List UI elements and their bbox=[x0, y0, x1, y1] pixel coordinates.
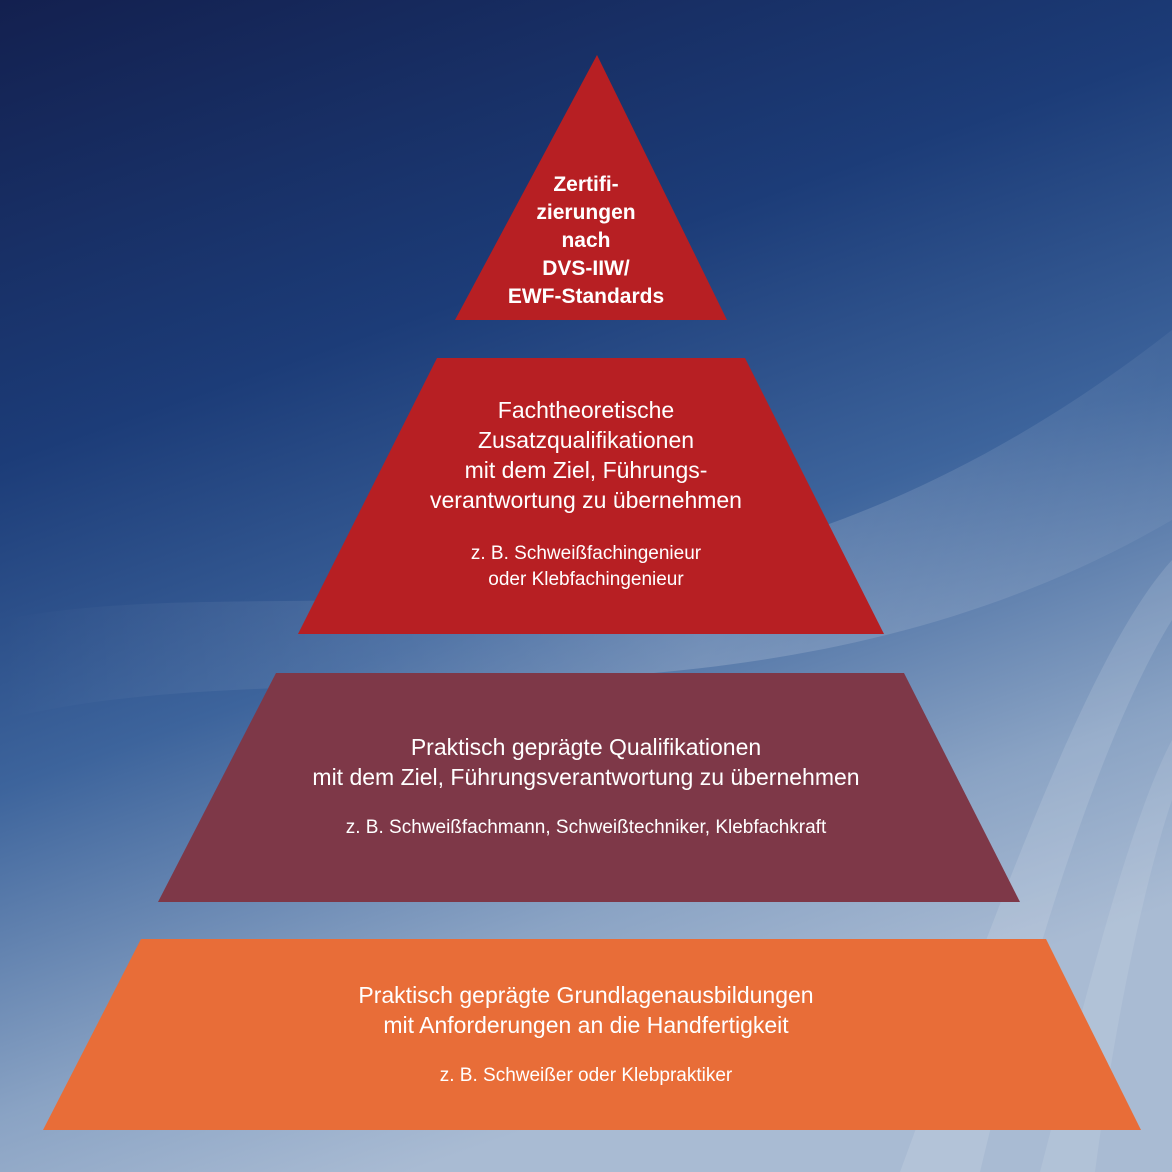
tier-third-text: Praktisch geprägte Qualifikationen mit d… bbox=[0, 732, 1172, 792]
tier-second-line: Zusatzqualifikationen bbox=[477, 427, 695, 453]
tier-second-example-line: oder Klebfachingenieur bbox=[488, 569, 684, 590]
tier-base-line: mit Anforderungen an die Handfertigkeit bbox=[383, 1012, 789, 1038]
tier-second-line: Fachtheoretische bbox=[497, 397, 675, 423]
tier-base-example-line: z. B. Schweißer oder Klebpraktiker bbox=[439, 1065, 733, 1086]
tier-base-text: Praktisch geprägte Grundlagenausbildunge… bbox=[0, 980, 1172, 1040]
tier-base-line: Praktisch geprägte Grundlagenausbildunge… bbox=[358, 982, 814, 1008]
tier-third-example-line: z. B. Schweißfachmann, Schweißtechniker,… bbox=[345, 817, 827, 838]
tier-top-line: Zertifi- bbox=[553, 173, 619, 196]
tier-top-line: EWF-Standards bbox=[507, 285, 665, 308]
tier-top-line: nach bbox=[561, 229, 611, 252]
tier-second-line: mit dem Ziel, Führungs- bbox=[464, 457, 708, 483]
tier-third-example: z. B. Schweißfachmann, Schweißtechniker,… bbox=[0, 815, 1172, 841]
pyramid-tier-base bbox=[43, 939, 1141, 1130]
tier-top-text: Zertifi- zierungen nach DVS-IIW/ EWF-Sta… bbox=[0, 171, 1172, 311]
tier-second-text: Fachtheoretische Zusatzqualifikationen m… bbox=[0, 395, 1172, 515]
tier-third-line: Praktisch geprägte Qualifikationen bbox=[410, 734, 762, 760]
tier-second-example: z. B. Schweißfachingenieur oder Klebfach… bbox=[0, 541, 1172, 593]
tier-third-line: mit dem Ziel, Führungsverantwortung zu ü… bbox=[312, 764, 860, 790]
pyramid-tier-second bbox=[298, 358, 884, 634]
tier-top-line: DVS-IIW/ bbox=[542, 257, 630, 280]
background-sweep bbox=[0, 330, 1172, 720]
tier-base-example: z. B. Schweißer oder Klebpraktiker bbox=[0, 1063, 1172, 1089]
tier-top-line: zierungen bbox=[536, 201, 636, 224]
tier-second-line: verantwortung zu übernehmen bbox=[430, 487, 742, 513]
pyramid-tier-top bbox=[455, 55, 727, 320]
pyramid-tier-third bbox=[158, 673, 1020, 902]
tier-second-example-line: z. B. Schweißfachingenieur bbox=[470, 543, 702, 564]
